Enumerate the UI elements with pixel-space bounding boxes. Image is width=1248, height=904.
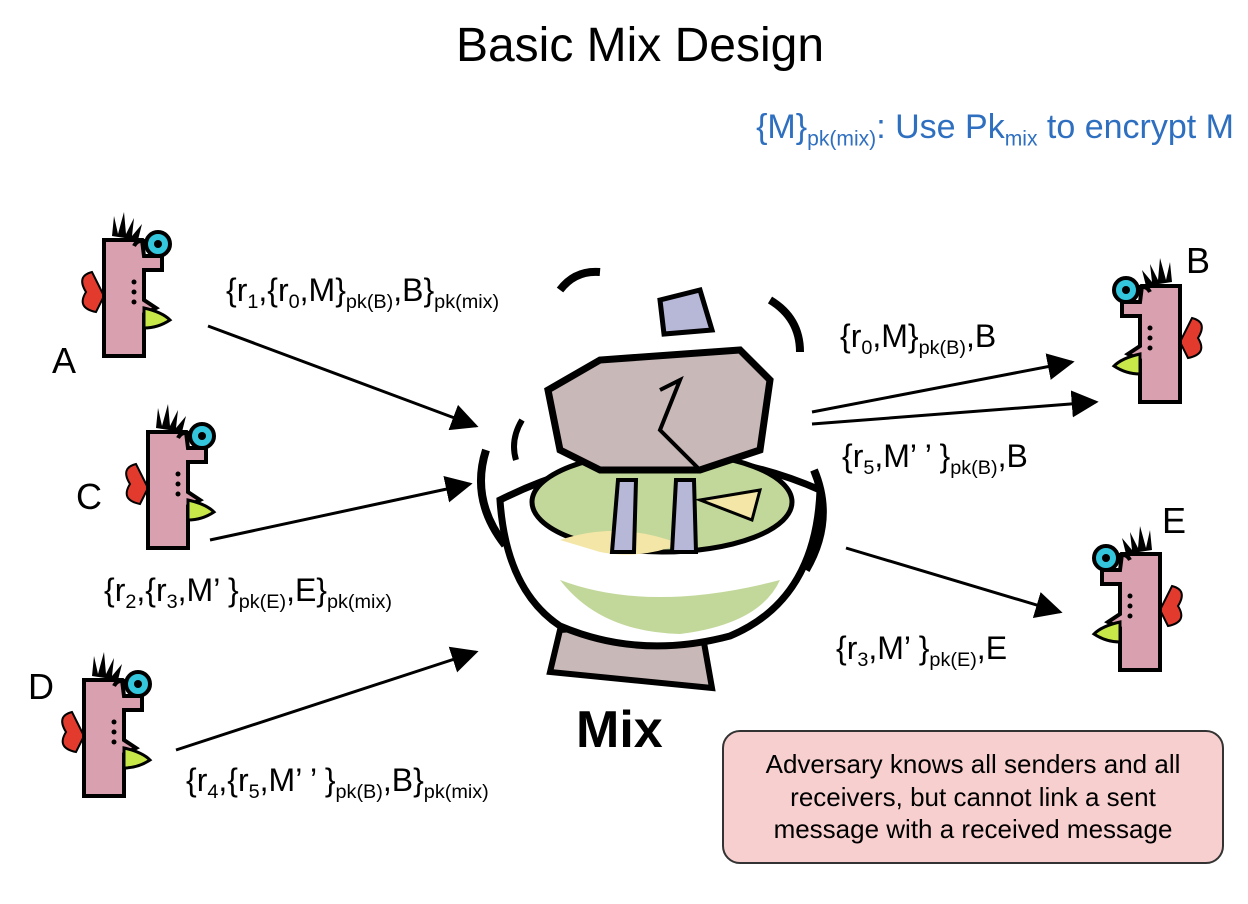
arrow-mix-to-b-2 xyxy=(811,390,1099,426)
legend-middle-sub: mix xyxy=(1004,127,1038,151)
label-e: E xyxy=(1162,500,1187,541)
slide-title: Basic Mix Design xyxy=(455,19,825,72)
adversary-note: Adversary knows all senders and all rece… xyxy=(722,730,1224,864)
message-from-a: {r1,{r0,M}pk(B),B}pk(mix) xyxy=(226,272,500,313)
arrow-c-to-mix xyxy=(209,475,473,542)
mix-label: Mix xyxy=(576,701,663,759)
arrow-a-to-mix xyxy=(207,324,479,431)
sender-a-icon xyxy=(80,210,172,358)
arrow-d-to-mix xyxy=(175,646,479,752)
arrow-mix-to-e xyxy=(845,546,1063,618)
legend-prefix-sub: pk(mix) xyxy=(807,127,877,151)
sender-c-icon xyxy=(124,402,216,550)
sender-d-icon xyxy=(60,650,152,798)
message-from-d: {r4,{r5,M’ ’ }pk(B),B}pk(mix) xyxy=(186,762,489,803)
receiver-e-icon xyxy=(1092,524,1184,672)
message-to-b-2: {r5,M’ ’ }pk(B),B xyxy=(842,438,1028,479)
mixer-icon xyxy=(477,267,827,692)
legend-suffix: to encrypt M xyxy=(1037,108,1234,146)
legend-middle: : Use Pk xyxy=(876,108,1005,146)
legend-prefix: {M} xyxy=(756,108,808,146)
label-a: A xyxy=(52,340,77,381)
label-b: B xyxy=(1186,240,1211,281)
message-from-c: {r2,{r3,M’ }pk(E),E}pk(mix) xyxy=(104,572,392,613)
label-c: C xyxy=(76,476,102,517)
message-to-b-1: {r0,M}pk(B),B xyxy=(840,318,997,359)
encryption-legend: {M}pk(mix): Use Pkmix to encrypt M xyxy=(756,108,1234,151)
label-d: D xyxy=(28,666,54,707)
message-to-e: {r3,M’ }pk(E),E xyxy=(836,630,1008,671)
adversary-note-text: Adversary knows all senders and all rece… xyxy=(765,749,1181,845)
arrow-mix-to-b-1 xyxy=(811,353,1075,414)
